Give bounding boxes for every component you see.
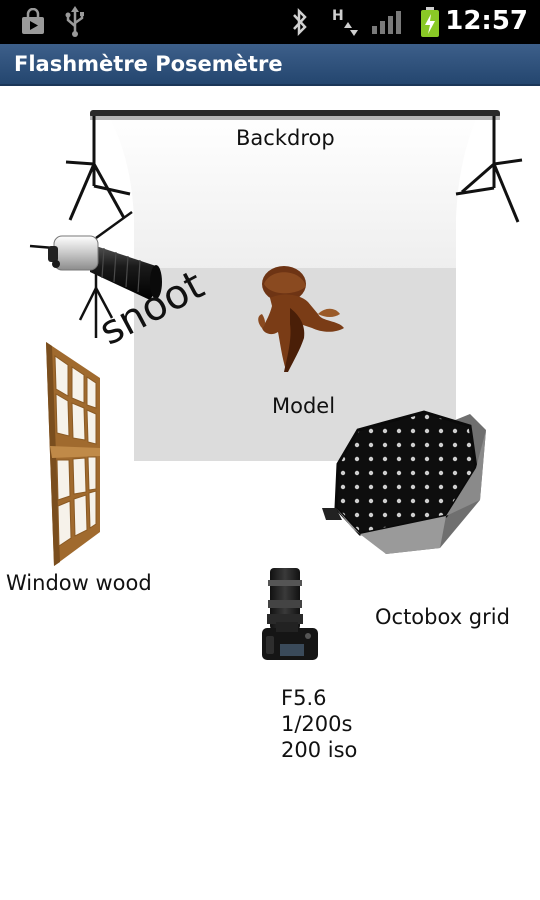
backdrop-stand-right: [455, 116, 523, 223]
aperture-value: F5.6: [281, 686, 327, 710]
shopping-bag-icon: [22, 8, 44, 34]
exposure-settings[interactable]: F5.6 1/200s 200 iso: [281, 685, 357, 763]
lighting-scene[interactable]: Backdrop Model snoot Window wood Octobox…: [0, 88, 540, 900]
octobox-grid-label: Octobox grid: [375, 605, 510, 629]
battery-charging-icon: [421, 7, 439, 37]
usb-icon: [65, 6, 84, 37]
window-wood[interactable]: [46, 342, 100, 566]
title-bar: Flashmètre Posemètre: [0, 44, 540, 86]
backdrop-label: Backdrop: [236, 126, 335, 150]
signal-icon: [372, 11, 401, 34]
app-title: Flashmètre Posemètre: [14, 52, 283, 76]
hspa-data-icon: H: [332, 8, 358, 36]
bluetooth-icon: [293, 8, 307, 36]
window-wood-label: Window wood: [6, 571, 152, 595]
octobox-grid[interactable]: [322, 410, 486, 554]
iso-value: 200 iso: [281, 738, 358, 762]
clock: 12:57: [445, 6, 528, 36]
snoot-light[interactable]: [29, 210, 162, 338]
model-figure[interactable]: [258, 266, 344, 372]
svg-text:H: H: [332, 8, 344, 24]
backdrop-stand-left: [65, 116, 131, 221]
shutter-speed-value: 1/200s: [281, 712, 353, 736]
model-label: Model: [272, 394, 336, 418]
status-bar: H 12:57: [0, 0, 540, 44]
scene-graphics: [29, 110, 523, 660]
camera[interactable]: [262, 568, 318, 660]
